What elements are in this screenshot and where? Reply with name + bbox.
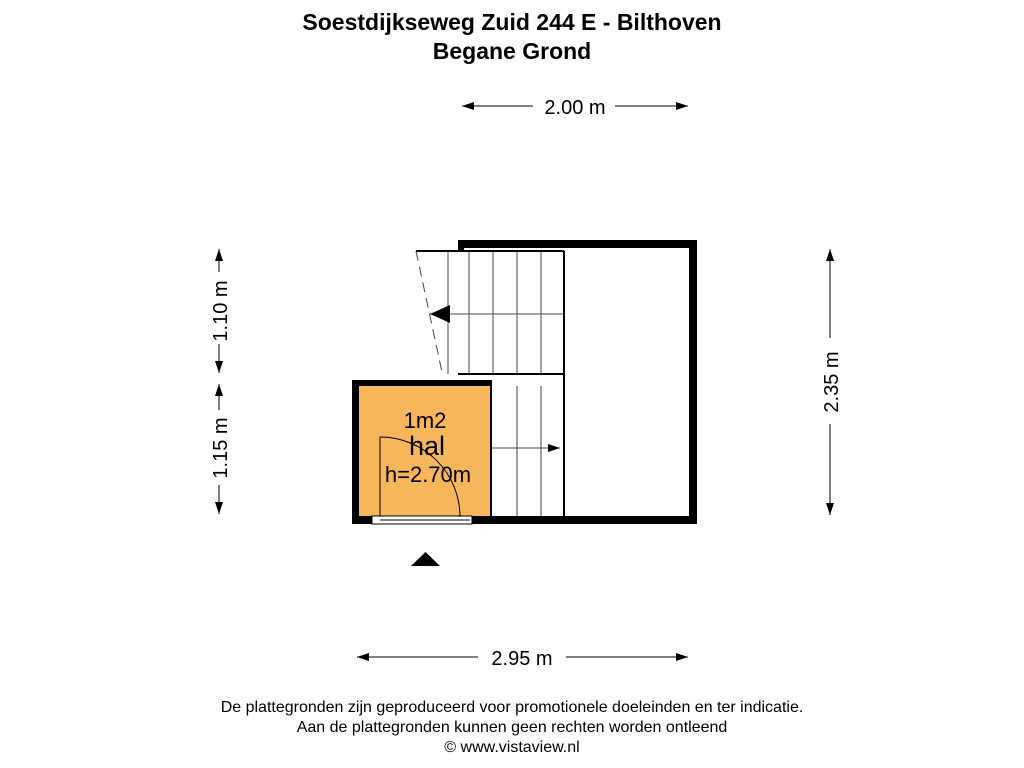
stair-down-arrow [430,305,450,323]
entrance-door [371,436,473,525]
dimension-right-label: 2.35 m [821,351,843,412]
wall-right [689,240,697,524]
room-area: 1m2 [404,408,447,433]
dimension-left-lower-label: 1.15 m [210,417,232,478]
disclaimer-line-2: Aan de plattegronden kunnen geen rechten… [296,719,728,736]
wall-top [458,240,697,248]
title-block: Soestdijkseweg Zuid 244 E - Bilthoven Be… [0,8,1024,66]
wall-bottom-left [352,516,372,524]
stair-upper [415,250,564,374]
dimension-left-upper-label: 1.10 m [210,280,232,341]
wall-inner-left [458,240,464,250]
wall-bottom-right [472,516,697,524]
partitions [416,250,565,518]
dimension-top-label: 2.00 m [544,97,605,119]
walls [352,240,697,524]
entrance-triangle [411,552,440,566]
stair-lower [491,386,560,516]
dimension-bottom-label: 2.95 m [491,648,552,670]
floor-title: Begane Grond [432,38,592,64]
room-height: h=2.70m [385,462,471,487]
address-title: Soestdijkseweg Zuid 244 E - Bilthoven [302,9,722,35]
room-name: hal [409,431,445,461]
wall-top-left [352,380,492,386]
disclaimer: De plattegronden zijn geproduceerd voor … [0,698,1024,758]
disclaimer-line-1: De plattegronden zijn geproduceerd voor … [220,699,804,716]
copyright: © www.vistaview.nl [444,739,580,756]
wall-left [352,380,359,524]
